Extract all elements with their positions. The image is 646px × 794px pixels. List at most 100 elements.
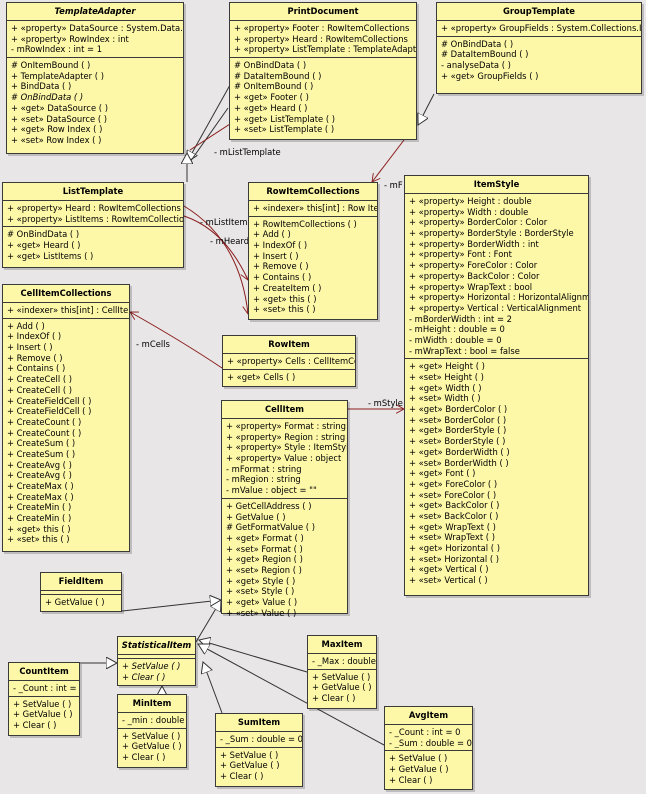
class-cellitemcollections[interactable]: CellItemCollections+ «indexer» this[int]… xyxy=(2,284,130,552)
attribute-row: - mWrapText : bool = false xyxy=(409,345,520,356)
attributes-compartment: - _Max : double xyxy=(308,654,376,670)
operation-row: + «set» WrapText ( ) xyxy=(409,532,495,543)
operation-row: + GetValue ( ) xyxy=(389,764,449,775)
class-cellitem[interactable]: CellItem+ «property» Format : string+ «p… xyxy=(221,400,348,618)
operation-row: + Add ( ) xyxy=(253,229,291,240)
association-mheard xyxy=(183,205,248,314)
attribute-row: + «property» RowIndex : int xyxy=(11,33,129,44)
operations-compartment: + SetValue ( )+ GetValue ( )+ Clear ( ) xyxy=(216,748,302,784)
class-grouptemplate[interactable]: GroupTemplate+ «property» GroupFields : … xyxy=(436,2,642,94)
operation-row: + «set» Style ( ) xyxy=(226,586,295,597)
class-name: MinItem xyxy=(118,695,186,713)
operations-compartment: + «get» Height ( )+ «set» Height ( )+ «g… xyxy=(405,359,588,587)
attribute-row: + «property» BackColor : Color xyxy=(409,270,540,281)
class-name: AvgItem xyxy=(385,707,472,725)
operation-row: + «get» Value ( ) xyxy=(226,597,298,607)
class-minitem[interactable]: MinItem - _min : double + SetValue ( )+ Ge… xyxy=(117,694,187,768)
attribute-row: - mValue : object = "" xyxy=(226,485,317,496)
attribute-row: + «property» BorderStyle : BorderStyle xyxy=(409,228,574,239)
operation-row: + CreateMin ( ) xyxy=(7,513,72,524)
role-label-mheard: - mHeard xyxy=(210,236,250,246)
attribute-row: + «property» ListItems : RowItemCollecti… xyxy=(7,213,183,224)
class-rowitem[interactable]: RowItem+ «property» Cells : CellItemColl… xyxy=(222,335,356,387)
operation-row: + SetValue ( ) xyxy=(312,671,371,682)
class-fielditem[interactable]: FieldItem+ GetValue ( ) xyxy=(40,572,122,612)
class-name: ListTemplate xyxy=(3,183,183,201)
attribute-row: - mHeight : double = 0 xyxy=(409,324,505,335)
operations-compartment: + SetValue ( )+ Clear ( ) xyxy=(118,659,195,684)
attribute-row: - mRowIndex : int = 1 xyxy=(11,44,103,55)
class-name: RowItemCollections xyxy=(249,183,377,201)
class-avgitem[interactable]: AvgItem- _Count : int = 0- _Sum : double… xyxy=(384,706,473,790)
association-mlisttemplate xyxy=(189,123,231,151)
attribute-row: + «indexer» this[int] : Row Item xyxy=(253,203,377,213)
operation-row: + CreateCell ( ) xyxy=(7,374,73,385)
attributes-compartment xyxy=(41,591,121,595)
attribute-row: + «property» Region : string xyxy=(226,431,346,442)
role-label-mlisttemplate: - mListTemplate xyxy=(214,147,281,157)
attributes-compartment: - _min : double xyxy=(118,713,186,729)
operation-row: # OnBindData ( ) xyxy=(7,229,80,240)
association-mf xyxy=(372,139,405,182)
operations-compartment: + RowItemCollections ( )+ Add ( )+ Index… xyxy=(249,217,377,317)
operation-row: + «set» this ( ) xyxy=(253,304,316,315)
operations-compartment: # OnItemBound ( )+ TemplateAdapter ( )+ … xyxy=(7,58,183,148)
role-label-mcells: - mCells xyxy=(136,339,170,349)
class-listtemplate[interactable]: ListTemplate+ «property» Heard : RowItem… xyxy=(2,182,184,268)
attribute-row: - _min : double xyxy=(122,715,185,725)
class-maxitem[interactable]: MaxItem- _Max : double+ SetValue ( )+ Ge… xyxy=(307,635,377,709)
operation-row: + CreateMax ( ) xyxy=(7,491,74,502)
operation-row: + Clear ( ) xyxy=(389,774,433,785)
operation-row: + GetValue ( ) xyxy=(312,682,372,693)
operation-row: + Add ( ) xyxy=(7,320,45,331)
attribute-row: + «property» GroupFields : System.Collec… xyxy=(441,23,641,33)
operation-row: + IndexOf ( ) xyxy=(7,331,62,342)
class-name: MaxItem xyxy=(308,636,376,654)
operation-row: + «get» ListItems ( ) xyxy=(7,250,94,261)
attribute-row: - _Sum : double = 0 xyxy=(389,737,472,748)
class-itemstyle[interactable]: ItemStyle+ «property» Height : double+ «… xyxy=(404,175,589,596)
operations-compartment: + SetValue ( )+ GetValue ( )+ Clear ( ) xyxy=(118,729,186,765)
operation-row: + «get» Region ( ) xyxy=(226,554,303,565)
operation-row: + «set» BorderStyle ( ) xyxy=(409,436,506,447)
operation-row: + Clear ( ) xyxy=(220,771,264,782)
attributes-compartment: + «property» Footer : RowItemCollections… xyxy=(230,21,416,59)
operation-row: # GetFormatValue ( ) xyxy=(226,522,315,533)
attribute-row: + «property» WrapText : bool xyxy=(409,281,533,292)
class-name: FieldItem xyxy=(41,573,121,591)
operation-row: + SetValue ( ) xyxy=(389,753,448,764)
class-name: CellItem xyxy=(222,401,347,419)
role-label-mlistitems: - mListItems xyxy=(200,217,252,227)
operation-row: + TemplateAdapter ( ) xyxy=(11,70,104,81)
generalization-avgitem-statisticalitem xyxy=(198,644,385,746)
attribute-row: - mRegion : string xyxy=(226,474,301,485)
operation-row: + «set» Vertical ( ) xyxy=(409,575,488,586)
attribute-row: - mWidth : double = 0 xyxy=(409,334,502,345)
operation-row: + CreateCell ( ) xyxy=(7,384,73,395)
class-countitem[interactable]: CountItem- _Count : int = 0+ SetValue ( … xyxy=(8,662,80,736)
operation-row: + Clear ( ) xyxy=(122,671,166,682)
operation-row: + «get» BorderStyle ( ) xyxy=(409,425,507,436)
operation-row: + SetValue ( ) xyxy=(13,698,72,709)
class-name: TemplateAdapter xyxy=(7,3,183,21)
class-sumitem[interactable]: SumItem- _Sum : double = 0+ SetValue ( )… xyxy=(215,713,303,787)
operation-row: + GetValue ( ) xyxy=(226,511,286,522)
attribute-row: + «property» ListTemplate : TemplateAdap… xyxy=(234,44,416,55)
generalization-grouptemplate-printdocument xyxy=(418,93,435,125)
operation-row: + SetValue ( ) xyxy=(122,661,181,671)
attribute-row: + «property» Style : ItemStyle xyxy=(226,442,347,453)
class-rowitemcollections[interactable]: RowItemCollections + «indexer» this[int] … xyxy=(248,182,378,320)
attributes-compartment: + «property» Height : double + «property»… xyxy=(405,194,588,360)
attributes-compartment: + «indexer» this[int] : Row Item xyxy=(249,201,377,217)
class-printdocument[interactable]: PrintDocument+ «property» Footer : RowIt… xyxy=(229,2,417,140)
operation-row: + «get» ListTemplate ( ) xyxy=(234,113,336,124)
attributes-compartment xyxy=(118,655,195,659)
attributes-compartment: - _Count : int = 0- _Sum : double = 0 xyxy=(385,725,472,752)
class-statisticalitem[interactable]: StatisticalItem+ SetValue ( )+ Clear ( ) xyxy=(117,636,196,686)
class-templateadapter[interactable]: TemplateAdapter+ «property» DataSource :… xyxy=(6,2,184,154)
operations-compartment: + Add ( )+ IndexOf ( )+ Insert ( )+ Remo… xyxy=(3,319,129,547)
attribute-row: + «property» Height : double xyxy=(409,196,532,206)
attribute-row: + «property» ForeColor : Color xyxy=(409,260,538,271)
operation-row: + SetValue ( ) xyxy=(220,749,279,760)
operation-row: # DataItemBound ( ) xyxy=(234,70,322,81)
